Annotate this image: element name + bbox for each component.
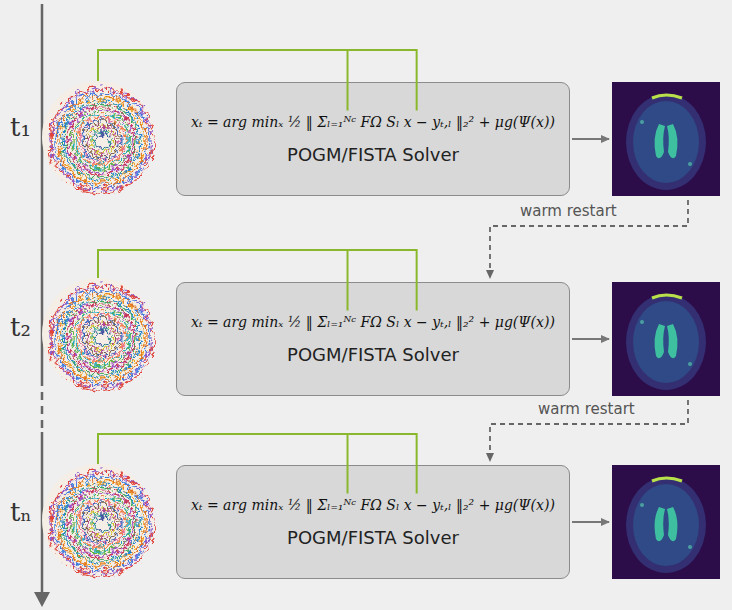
- data-feed-line: [347, 250, 349, 311]
- mri-image: [612, 282, 720, 396]
- objective-formula: xₜ = arg minₓ ½ ‖ Σₗ₌₁ᴺᶜ FΩ Sₗ x − yₜ,ₗ …: [191, 114, 555, 130]
- warm-restart-arrow: [490, 400, 688, 461]
- solver-box: xₜ = arg minₓ ½ ‖ Σₗ₌₁ᴺᶜ FΩ Sₗ x − yₜ,ₗ …: [176, 282, 570, 396]
- time-label: t₂: [10, 312, 31, 342]
- timeline-gap: [41, 378, 44, 432]
- data-feed-line: [98, 434, 417, 494]
- output-arrow: [572, 338, 609, 340]
- solver-box: xₜ = arg minₓ ½ ‖ Σₗ₌₁ᴺᶜ FΩ Sₗ x − yₜ,ₗ …: [176, 82, 570, 196]
- trajectory-illustration: [42, 464, 154, 576]
- data-feed-line: [347, 434, 349, 494]
- data-feed-line: [347, 50, 349, 111]
- data-feed-line: [98, 50, 417, 111]
- time-label: tₙ: [10, 497, 32, 527]
- warm-restart-arrow: [490, 200, 688, 278]
- solver-name: POGM/FISTA Solver: [287, 527, 459, 548]
- objective-formula: xₜ = arg minₓ ½ ‖ Σₗ₌₁ᴺᶜ FΩ Sₗ x − yₜ,ₗ …: [191, 497, 555, 513]
- edge-note: warm restart: [518, 202, 619, 220]
- objective-formula: xₜ = arg minₓ ½ ‖ Σₗ₌₁ᴺᶜ FΩ Sₗ x − yₜ,ₗ …: [191, 314, 555, 330]
- data-feed-line: [98, 250, 417, 311]
- solver-name: POGM/FISTA Solver: [287, 344, 459, 365]
- mri-image: [612, 82, 720, 196]
- timeline-axis: [41, 4, 44, 378]
- mri-image: [612, 465, 720, 579]
- timeline-arrowhead: [34, 592, 50, 607]
- output-arrow: [572, 521, 609, 523]
- solver-name: POGM/FISTA Solver: [287, 144, 459, 165]
- output-arrow: [572, 138, 609, 140]
- trajectory-illustration: [42, 278, 154, 390]
- time-label: t₁: [10, 112, 31, 142]
- edge-note: warm restart: [536, 400, 637, 418]
- trajectory-illustration: [42, 81, 154, 193]
- solver-box: xₜ = arg minₓ ½ ‖ Σₗ₌₁ᴺᶜ FΩ Sₗ x − yₜ,ₗ …: [176, 465, 570, 579]
